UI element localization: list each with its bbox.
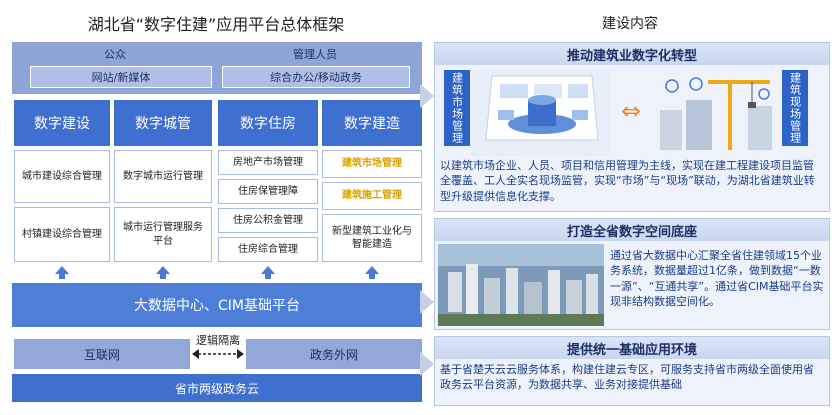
up-arrow-icon [156, 266, 170, 279]
construction-site-illustration [652, 70, 780, 156]
up-arrow-icon [365, 266, 379, 279]
double-arrow-icon [192, 346, 244, 360]
section-head: 推动建筑业数字化转型 [435, 43, 829, 65]
public-channel-pill: 网站/新媒体 [30, 66, 212, 88]
content-title: 建设内容 [602, 16, 658, 32]
column-head-digital-construction: 数字建设 [14, 100, 110, 146]
chevron-right-icon [420, 290, 434, 314]
chevron-right-icon [420, 84, 434, 108]
module-box: 新型建筑工业化与智能建造 [322, 214, 422, 262]
chevron-right-icon [420, 352, 434, 376]
up-arrow-icon [261, 266, 275, 279]
section-head: 提供统一基础应用环境 [435, 337, 829, 359]
section-head: 打造全省数字空间底座 [435, 219, 829, 241]
city-3d-illustration [438, 244, 604, 326]
module-box: 住房综合管理 [218, 237, 318, 262]
module-box: 住房保管理障 [218, 179, 318, 204]
module-box: 住房公积金管理 [218, 208, 318, 233]
admin-label: 管理人员 [293, 48, 337, 61]
up-arrow-icon [55, 266, 69, 279]
logical-isolation-label: 逻辑隔离 [192, 332, 244, 348]
module-box: 村镇建设综合管理 [14, 207, 110, 262]
module-box-highlight: 建筑市场管理 [322, 150, 422, 178]
dashboard-illustration [472, 70, 610, 156]
bidirectional-arrow-icon: ⇔ [620, 97, 642, 125]
bigdata-cim-platform: 大数据中心、CIM基础平台 [12, 283, 422, 327]
module-box: 城市建设综合管理 [14, 150, 110, 203]
gov-network-block: 政务外网 [246, 339, 422, 369]
tag-site-management: 建筑现场管理 [782, 70, 808, 146]
section-text: 通过省大数据中心汇聚全省住建领域15个业务系统，数据量超过1亿条，做到数据“一数… [610, 249, 824, 309]
gov-cloud-block: 省市两级政务云 [12, 374, 422, 402]
module-box: 数字城市运行管理 [114, 150, 212, 203]
framework-title: 湖北省“数字住建”应用平台总体框架 [87, 15, 345, 34]
section-text: 以建筑市场企业、人员、项目和信用管理为主线，实现在建工程建设项目监管全覆盖、工人… [440, 159, 815, 203]
public-label: 公众 [104, 48, 126, 61]
module-box: 房地产市场管理 [218, 150, 318, 175]
module-box-highlight: 建筑施工管理 [322, 182, 422, 210]
column-head-digital-building: 数字建造 [322, 100, 422, 146]
admin-channel-pill: 综合办公/移动政务 [222, 66, 410, 88]
internet-block: 互联网 [14, 339, 190, 369]
module-box: 城市运行管理服务平台 [114, 207, 212, 262]
column-head-digital-city-mgmt: 数字城管 [114, 100, 212, 146]
section-text: 基于省楚天云云服务体系，构建住建云专区，可服务支持省市两级全面使用省政务云平台资… [440, 363, 814, 392]
column-head-digital-housing: 数字住房 [218, 100, 318, 146]
tag-market-management: 建筑市场管理 [444, 70, 470, 146]
